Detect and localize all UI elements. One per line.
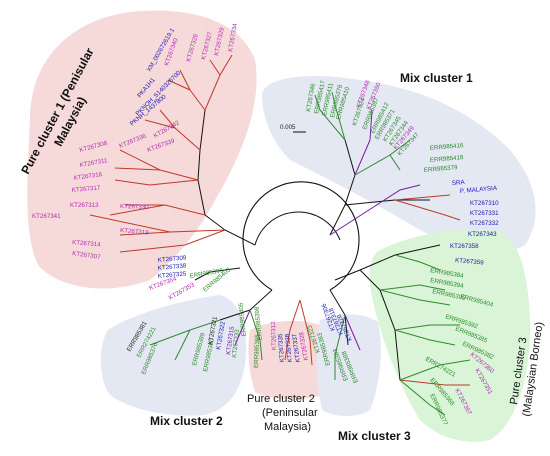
tip-label: KT267359 <box>455 257 485 267</box>
tip-label: KT267309 <box>158 254 188 264</box>
tree-inner-ring <box>254 211 341 246</box>
tip-label: KT267343 <box>468 231 497 238</box>
tip-label: KT267321 <box>207 315 219 345</box>
tip-label: P. MALAYSIA <box>460 185 499 195</box>
tip-label: KT267358 <box>450 243 479 250</box>
mix-cluster-3-region <box>316 314 381 416</box>
tip-label: KT267312 <box>270 321 278 350</box>
tip-label: KT267353 <box>168 281 197 302</box>
tip-label: KT267322 <box>215 320 227 350</box>
tip-label: KT267310 <box>470 200 499 207</box>
tip-label: KT267317 <box>72 184 102 194</box>
tip-label: ERR985405 <box>237 302 248 337</box>
tip-label: ERR985416 <box>430 142 465 152</box>
tip-label: KT267334 <box>227 22 239 52</box>
mix-cluster-3-title: Mix cluster 3 <box>338 429 411 443</box>
mix-cluster-2-region <box>100 295 247 416</box>
mix-cluster-2-title: Mix cluster 2 <box>150 414 223 428</box>
mix-cluster-1-title: Mix cluster 1 <box>400 71 473 85</box>
tip-label: KT267338 <box>158 262 188 272</box>
pure-cluster-2-title-line1: Pure cluster 2 <box>247 393 315 405</box>
tip-label: KT267332 <box>470 220 499 227</box>
tip-label: KT267328 <box>298 331 310 361</box>
tip-label: ERR985379 <box>424 164 459 174</box>
tip-label: KT267313 <box>70 202 99 209</box>
pure-cluster-1-branches <box>89 54 256 253</box>
tip-label: KT267341 <box>32 213 61 220</box>
tree-center-ring <box>242 181 360 291</box>
tip-label: KT267338 <box>284 333 294 363</box>
pure-cluster-3-region <box>369 229 530 442</box>
tip-label: KT267315 <box>225 325 236 355</box>
pure-cluster-2-title-line2: (Peninsular <box>262 407 318 419</box>
tip-label: ERR985418 <box>430 154 465 164</box>
mix-cluster-1-region <box>262 75 536 254</box>
tip-label: KT267333 <box>231 329 241 359</box>
tip-label: KT267330 <box>120 203 149 211</box>
tip-label: KT267314 <box>72 239 102 249</box>
tip-label: KT267335 <box>277 333 286 363</box>
lower-cluster-branches <box>149 267 361 380</box>
tip-label: SRA <box>452 179 466 187</box>
tip-label: KT267331 <box>470 210 499 217</box>
pure-cluster-2-title-line3: Malaysia) <box>264 421 311 433</box>
tip-label: KT267325 <box>158 270 188 280</box>
pure-cluster-2-region <box>248 320 328 400</box>
tip-label: KT267307 <box>72 250 102 261</box>
pure-cluster-1-region <box>27 10 257 289</box>
tip-label: KT267337 <box>291 333 302 363</box>
tip-label: KT267311 <box>79 157 108 169</box>
pure-cluster-3-branches <box>334 244 471 416</box>
mix-cluster-1-branches <box>314 91 461 236</box>
scale-bar-label: 0.005 <box>280 124 296 131</box>
tip-label: KT267319 <box>120 227 150 237</box>
tip-label: ERR985398 <box>253 306 264 341</box>
tip-label: ERR985365 <box>253 334 261 368</box>
tip-label: KT267346 <box>305 82 317 112</box>
tip-label: KT267316 <box>73 171 103 182</box>
